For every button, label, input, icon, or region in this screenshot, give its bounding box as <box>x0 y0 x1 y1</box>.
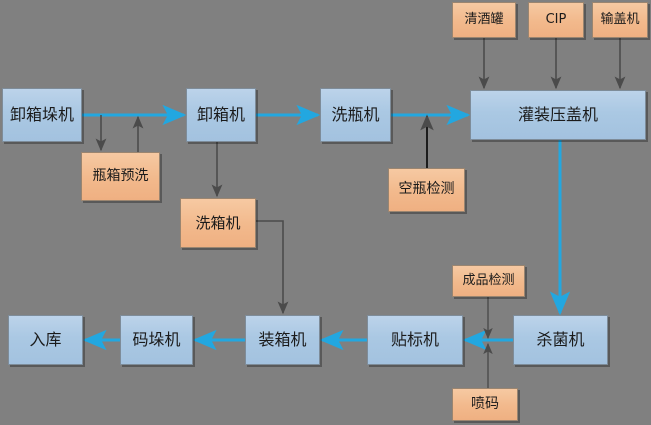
node-final-inspection[interactable]: 成品检测 <box>452 265 525 297</box>
node-labeller-label: 贴标机 <box>390 330 439 350</box>
node-labeller[interactable]: 贴标机 <box>367 315 463 365</box>
node-case-washer-label: 洗箱机 <box>195 213 241 232</box>
edge-casewasher-to-casepacker <box>256 220 289 315</box>
node-coder-label: 喷码 <box>471 395 499 412</box>
node-prewash-label: 瓶箱预洗 <box>92 167 149 184</box>
node-uncaser-label: 卸箱机 <box>196 105 245 125</box>
node-warehouse[interactable]: 入库 <box>8 315 83 365</box>
node-bright-beer-tank-label: 清酒罐 <box>464 11 504 27</box>
node-prewash[interactable]: 瓶箱预洗 <box>81 152 160 201</box>
node-case-packer[interactable]: 装箱机 <box>245 315 320 365</box>
node-coder[interactable]: 喷码 <box>452 388 518 421</box>
node-filler-capper-label: 灌装压盖机 <box>517 105 598 125</box>
node-warehouse-label: 入库 <box>29 330 62 350</box>
node-cap-feeder-label: 输盖机 <box>600 11 640 27</box>
node-final-inspection-label: 成品检测 <box>462 272 515 288</box>
node-pasteurizer-label: 杀菌机 <box>536 330 585 350</box>
node-palletizer[interactable]: 码垛机 <box>120 315 193 365</box>
node-pasteurizer[interactable]: 杀菌机 <box>513 315 608 365</box>
node-empty-bottle-inspection[interactable]: 空瓶检测 <box>388 168 465 212</box>
node-cap-feeder[interactable]: 输盖机 <box>592 2 648 38</box>
node-bottle-washer-label: 洗瓶机 <box>331 105 380 125</box>
node-uncaser[interactable]: 卸箱机 <box>186 88 256 142</box>
node-case-washer[interactable]: 洗箱机 <box>180 198 256 248</box>
node-case-packer-label: 装箱机 <box>258 330 307 350</box>
node-bottle-washer[interactable]: 洗瓶机 <box>320 88 391 142</box>
node-unstacker[interactable]: 卸箱垛机 <box>2 88 82 142</box>
node-bright-beer-tank[interactable]: 清酒罐 <box>452 2 516 38</box>
node-cip[interactable]: CIP <box>528 2 584 38</box>
node-filler-capper[interactable]: 灌装压盖机 <box>470 90 646 140</box>
node-cip-label: CIP <box>545 11 567 27</box>
node-palletizer-label: 码垛机 <box>132 330 181 350</box>
node-unstacker-label: 卸箱垛机 <box>9 105 74 125</box>
node-empty-bottle-inspection-label: 空瓶检测 <box>398 181 455 198</box>
